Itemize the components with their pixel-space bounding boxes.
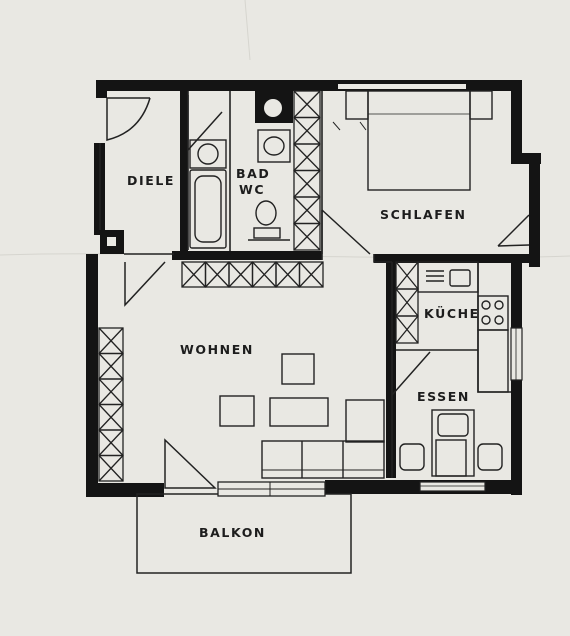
wardrobe-bedroom-1-cross [293,90,321,118]
wall-top-left-notch [96,80,107,98]
wardrobe-hall-6 [298,261,324,288]
bathtub [189,169,227,249]
washing-machine [189,139,227,169]
doors [106,95,530,489]
wardrobe-hall-5-cross [275,261,300,288]
stove [477,295,509,331]
wardrobe-living-1-cross [98,327,124,354]
wardrobe-hall-1-cross [181,261,206,288]
wall-left-lower [86,254,98,494]
window-bay-bedroom [497,214,530,247]
kitchen-cabinet-right [477,329,509,393]
room-label-kueche: KÜCHE [424,306,480,321]
wardrobe-living-2-cross [98,353,124,380]
wall-right-step [511,153,541,164]
wardrobe-hall-4-cross [252,261,277,288]
room-label-balkon: BALKON [199,525,266,540]
wardrobe-living-4-cross [98,404,124,431]
sink [257,129,291,163]
wardrobe-living-6 [98,454,124,482]
wardrobe-living-6-cross [98,455,124,482]
kitchen-unit-2-cross [395,288,419,317]
armchair-left [219,395,255,427]
wardrobe-bedroom-4-cross [293,170,321,198]
wardrobe-hall-3-cross [228,261,253,288]
wall-bath-bottom [172,251,322,260]
room-label-diele: DIELE [127,173,175,188]
wardrobes [98,90,419,482]
wall-right-lower [529,153,540,267]
wardrobe-bedroom-5-cross [293,196,321,224]
sofa-side [345,399,385,443]
kitchen-unit-3 [395,315,419,344]
room-label-schlafen: SCHLAFEN [380,207,467,222]
wardrobe-bedroom-3-cross [293,143,321,171]
window-essen [419,481,486,492]
wardrobe-hall-6-cross [299,261,324,288]
toilet [255,200,277,226]
wall-bath-left [180,91,188,256]
room-label-wohnen: WOHNEN [180,342,254,357]
chair-4 [437,413,469,437]
wardrobe-bedroom-2-cross [293,117,321,145]
sofa [261,440,385,479]
chair-2 [399,443,425,471]
room-label-essen: ESSEN [417,389,470,404]
door-kueche [391,350,431,397]
double-bed [367,90,471,191]
paper-fold-lines [0,0,570,259]
door-balkon [164,438,217,489]
kitchen-fixtures [399,261,509,477]
coffee-table [269,397,329,427]
wall-right-bedroom [511,80,522,155]
bedroom-furniture [332,90,493,191]
door-entrance [106,97,151,141]
door-wohnen [124,261,166,307]
door-schlafen [321,209,371,255]
wardrobe-bedroom-6-cross [293,223,321,251]
wall-right-kitchen [511,258,522,328]
wall-top [96,80,522,91]
window-schlafen [338,84,466,89]
wall-bedroom-bottom [374,254,540,263]
bath-fixtures [189,129,291,249]
balcony [136,84,523,574]
room-label-bad: BAD [236,166,270,181]
kitchen-unit-1-cross [395,261,419,290]
wall-bottom-left [86,483,164,497]
wardrobe-hall-2-cross [205,261,230,288]
armchair-top [281,353,315,385]
walls [86,80,541,497]
wall-kitchen-left [386,258,396,478]
kitchen-unit-3-cross [395,315,419,344]
nightstand-right [469,90,493,120]
room-label-wc: WC [239,182,265,197]
wall-right-essen [511,380,522,495]
wardrobe-living-3-cross [98,378,124,405]
wardrobe-living-5-cross [98,429,124,456]
window-kueche [510,327,523,381]
living-room-furniture [219,353,385,479]
door-bad [187,95,223,152]
wardrobe-bedroom-6 [293,222,321,251]
kitchen-counter [417,261,479,293]
chair-1 [435,439,467,477]
chair-3 [477,443,503,471]
nightstand-left [345,90,369,120]
